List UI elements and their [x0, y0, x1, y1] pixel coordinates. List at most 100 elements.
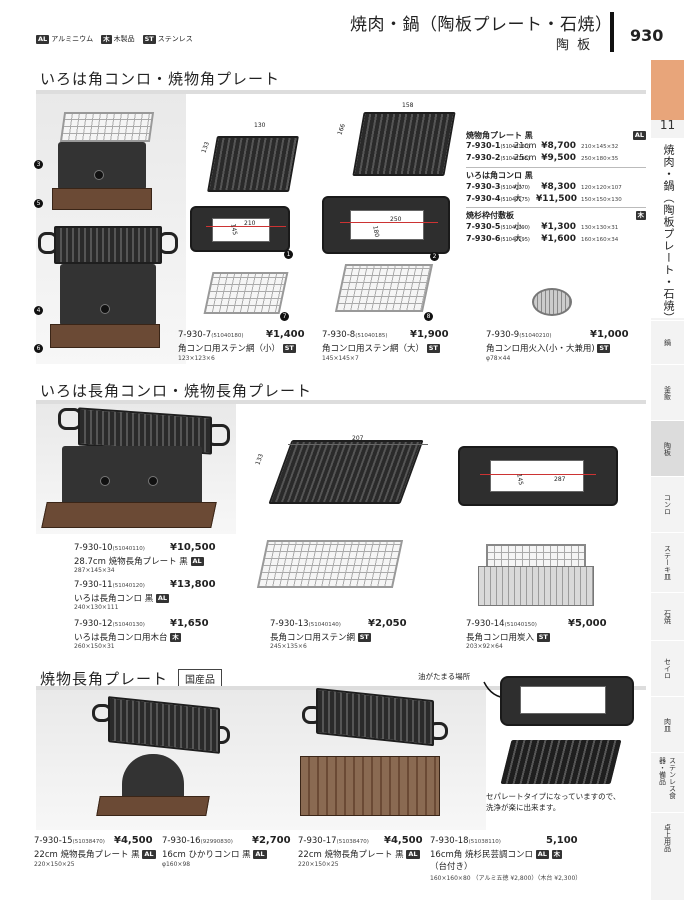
dim-plate-large-h: 166	[336, 122, 347, 137]
chapter-tab-marker	[651, 60, 684, 120]
section-title: いろは角コンロ・焼物角プレート	[40, 70, 281, 88]
tray-inner	[212, 218, 270, 242]
stove-body-image	[60, 264, 156, 326]
dim-line	[480, 474, 596, 475]
long-plate-image	[268, 440, 424, 504]
sidebar-item-nikuzara[interactable]: 肉皿	[651, 696, 684, 752]
wood-base-image	[96, 796, 210, 816]
material-badge: AL	[190, 557, 204, 566]
stove-body-image	[58, 142, 146, 190]
product-price: ¥5,000	[568, 618, 607, 629]
item-price: ¥1,300	[541, 222, 576, 232]
dim-plate-small-h: 133	[200, 140, 211, 155]
item-dim: 210×145×32	[581, 144, 619, 150]
material-badge: ST	[536, 633, 550, 642]
sidebar-item-seiro[interactable]: セイロ	[651, 640, 684, 696]
plate-small-image	[207, 136, 299, 192]
product-dim: 287×145×34	[74, 567, 115, 574]
sidebar-item-konro[interactable]: コンロ	[651, 476, 684, 532]
product-name: 長角コンロ用ステン網 ST	[270, 633, 371, 643]
marker-2: 2	[430, 252, 439, 261]
product-code: 7-930-18(51038110)	[430, 836, 501, 846]
dim-tray-large-w: 250	[390, 216, 402, 223]
item-size: 21cm	[514, 141, 537, 150]
item-dim: 160×160×34	[581, 237, 619, 243]
product-name-suffix: （台付き）	[430, 862, 473, 872]
dim-line	[206, 226, 286, 227]
stove-body-image	[122, 754, 184, 800]
separate-note-line1: セパレートタイプになっていますので、	[486, 792, 621, 801]
marker-6: 6	[34, 344, 43, 353]
charcoal-box-body	[478, 566, 594, 606]
product-name: 角コンロ用火入(小・大兼用) ST	[486, 344, 611, 354]
oil-callout: 油がたまる場所	[418, 672, 471, 681]
product-code: 7-930-12(51040130)	[74, 619, 145, 629]
marker-7: 7	[280, 312, 289, 321]
wood-base-image	[41, 502, 217, 528]
dim-plate-small-w: 130	[254, 122, 266, 129]
marker-1: 1	[284, 250, 293, 259]
page-subtitle: 陶 板	[556, 38, 593, 53]
charcoal-holder-image	[532, 288, 572, 316]
item-price: ¥8,300	[541, 182, 576, 192]
product-name: 16cm角 焼杉民芸調コンロ AL 木	[430, 850, 563, 860]
vent-hole	[100, 476, 110, 486]
product-price: ¥4,500	[384, 835, 423, 846]
sidebar-item-nabe[interactable]: 鍋	[651, 320, 684, 364]
item-price: ¥8,700	[541, 141, 576, 151]
sidebar-item-takujo[interactable]: 卓上用品	[651, 812, 684, 862]
material-badge: 木	[170, 633, 181, 642]
product-dim: 245×135×6	[270, 643, 307, 650]
item-size: 小	[514, 222, 522, 231]
chapter-current-bg	[651, 138, 684, 318]
product-dim: 160×160×80 （アルミ五徳 ¥2,800）（木台 ¥2,300）	[430, 875, 582, 882]
long-net-image	[256, 540, 404, 588]
sidebar-item-steak[interactable]: ステーキ皿	[651, 532, 684, 592]
item-dim: 130×130×31	[581, 225, 619, 231]
item-price: ¥9,500	[541, 153, 576, 163]
product-code: 7-930-13(51040140)	[270, 619, 341, 629]
product-name: 16cm ひかりコンロ 黒 AL	[162, 850, 267, 860]
legend-item: 木木製品	[101, 34, 135, 44]
product-name: いろは長角コンロ用木台 木	[74, 633, 181, 643]
dim-plate-large-w: 158	[402, 102, 414, 109]
item-code: 7-930-1(51040160)	[466, 141, 530, 150]
page-number: 930	[630, 26, 664, 45]
vent-hole	[148, 476, 158, 486]
item-size: 大	[514, 234, 522, 243]
sidebar-item-kamameshi[interactable]: 釜飯	[651, 364, 684, 420]
product-code: 7-930-9(51040210)	[486, 330, 552, 340]
sidebar-item-stainless[interactable]: ステンレス食器・備品	[651, 752, 684, 812]
product-name: いろは長角コンロ 黒 AL	[74, 594, 170, 604]
product-dim: 240×130×111	[74, 604, 119, 611]
section-band	[36, 400, 646, 404]
product-code: 7-930-17(51038470)	[298, 836, 369, 846]
long-tray-image	[458, 446, 618, 506]
material-badge: 木	[551, 850, 563, 859]
material-badge: 木	[635, 211, 646, 220]
product-price: ¥1,000	[590, 329, 629, 340]
wood-base-image	[50, 324, 160, 348]
item-dim: 150×150×130	[581, 197, 622, 203]
material-badge: AL	[142, 850, 156, 859]
product-name: 22cm 焼物長角プレート 黒 AL	[34, 850, 156, 860]
table-row: 7-930-1(51040160)21cm ¥8,700 210×145×32	[466, 141, 646, 153]
item-size: 25cm	[514, 153, 537, 162]
sidebar-item-ishiyaki[interactable]: 石焼	[651, 592, 684, 640]
group-name: 焼杉枠付敷板	[466, 211, 514, 220]
product-code: 7-930-16(92990830)	[162, 836, 233, 846]
tray-small-image	[190, 206, 290, 252]
product-code: 7-930-15(51038470)	[34, 836, 105, 846]
sidebar-item-touban[interactable]: 陶板	[651, 420, 684, 476]
vent-hole	[100, 304, 110, 314]
material-badge: ST	[426, 344, 440, 353]
net-large-image	[334, 264, 434, 312]
item-price: ¥1,600	[541, 234, 576, 244]
product-code: 7-930-8(51040185)	[322, 330, 388, 340]
product-name: 角コンロ用ステン網（大） ST	[322, 344, 440, 354]
